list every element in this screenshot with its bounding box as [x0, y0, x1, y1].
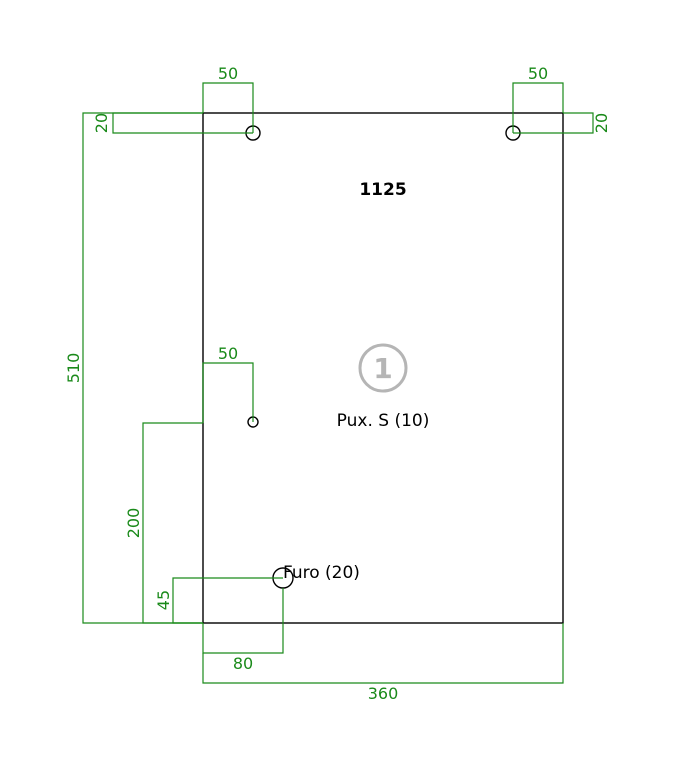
dim-top-right-x-label: 50 [528, 64, 548, 83]
dim-hole-x-label: 80 [233, 654, 253, 673]
dim-top-left-x-line [202, 82, 254, 133]
dim-top-right-y-line [513, 112, 594, 134]
hole-label: Furo (20) [283, 563, 360, 583]
part-number-badge [358, 343, 408, 393]
dim-hole-y-line [172, 577, 283, 624]
dim-handle-y-label: 200 [124, 508, 143, 539]
part-code: 1125 [359, 180, 406, 200]
dim-top-left-x-label: 50 [218, 64, 238, 83]
dim-top-left-y-label: 20 [92, 113, 111, 133]
dim-top-right-y-label: 20 [592, 113, 611, 133]
dim-height-label: 510 [64, 353, 83, 384]
dim-top-right-x-line [512, 82, 564, 133]
dim-width-line [202, 623, 564, 684]
part-number: 1 [373, 352, 392, 385]
dim-handle-x-line [202, 362, 254, 423]
dim-hole-x-line [202, 588, 284, 654]
dim-hole-y-label: 45 [154, 590, 173, 610]
dim-width-label: 360 [368, 684, 399, 703]
handle-label: Pux. S (10) [337, 411, 430, 431]
dim-handle-x-label: 50 [218, 344, 238, 363]
dim-top-left-y-line [112, 112, 253, 134]
